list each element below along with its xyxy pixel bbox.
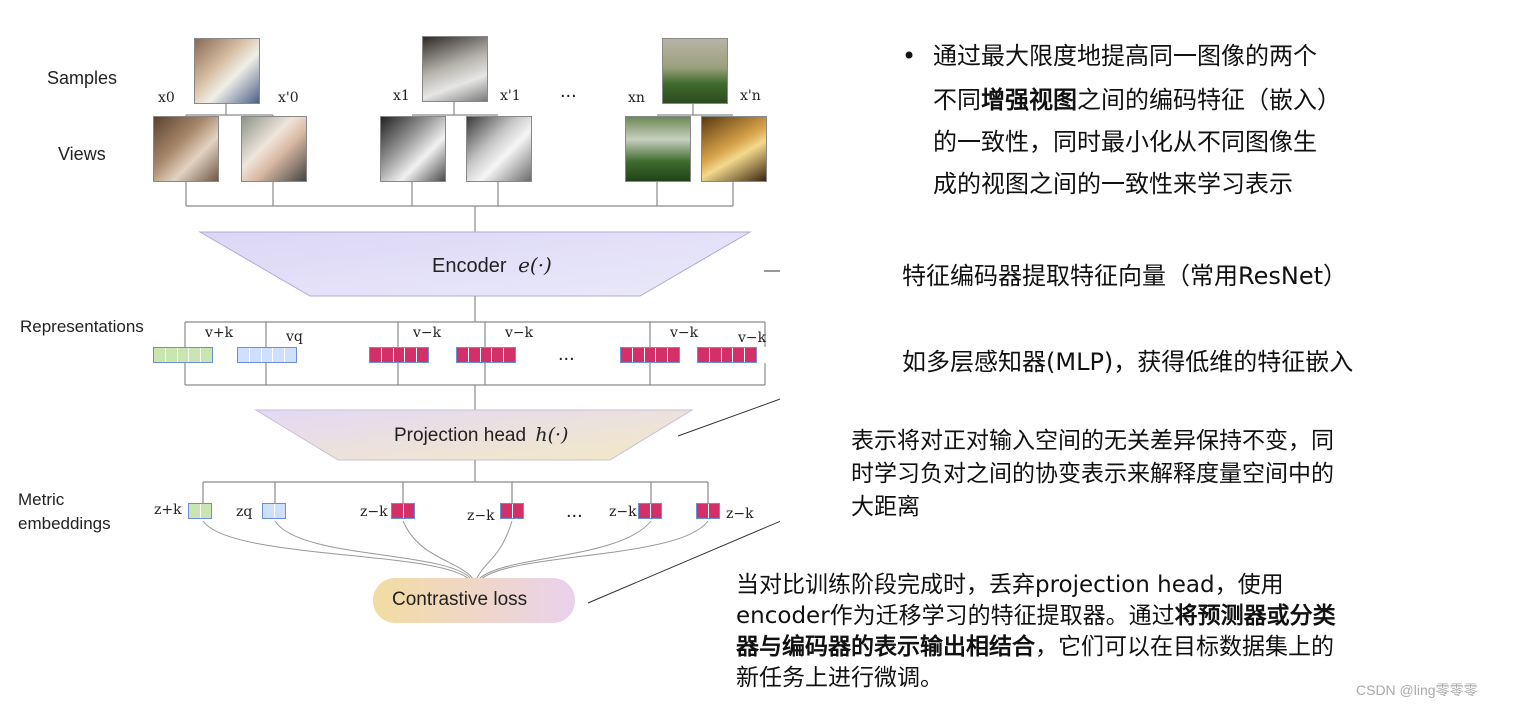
annotation-arrows (587, 270, 780, 604)
metric-vector-positive (188, 503, 212, 519)
loss-curves (202, 520, 709, 581)
metric-vector-negative-1 (391, 503, 415, 519)
metric-note-line1: 表示将对正对输入空间的无关差异保持不变，同 (851, 428, 1334, 454)
encoder-name: Encoder (432, 255, 507, 277)
projection-fn: h(·) (535, 424, 569, 446)
encoder-label: Encoder e(·) (432, 253, 552, 278)
metric-vector-query (262, 503, 286, 519)
bottom-note-line1: 当对比训练阶段完成时，丢弃projection head，使用 (736, 572, 1284, 598)
bottom-note-line3: 器与编码器的表示输出相结合，它们可以在目标数据集上的 (736, 632, 1334, 663)
symbol-x0-prime: x'0 (278, 90, 299, 106)
symbol-z-negative-4: z−k (726, 506, 754, 522)
bottom-note-line2-pre: encoder作为迁移学习的特征提取器。通过 (736, 603, 1175, 629)
projection-name: Projection head (394, 425, 527, 446)
top-note-line2-pre: 不同 (933, 86, 981, 114)
watermark: CSDN @ling零零零 (1356, 682, 1478, 698)
symbol-v-negative-4: v−k (738, 330, 767, 346)
encoder-trapezoid (198, 231, 752, 297)
projection-label: Projection head h(·) (394, 424, 568, 447)
view-image-1 (380, 116, 446, 182)
metric-connectors (202, 460, 709, 503)
rep-vector-negative-2 (456, 347, 516, 363)
sample-image-0 (194, 38, 260, 104)
rep-vector-negative-3 (620, 347, 680, 363)
metric-note-line2: 时学习负对之间的协变表示来解释度量空间中的 (851, 461, 1334, 487)
top-note-line2: 不同增强视图之间的编码特征（嵌入） (933, 82, 1341, 118)
metric-vector-negative-3 (638, 503, 662, 519)
top-note-line4: 成的视图之间的一致性来学习表示 (933, 170, 1293, 198)
view-image-0 (153, 116, 219, 182)
rep-vector-query (237, 347, 297, 363)
view-connectors (185, 96, 734, 232)
ellipsis-samples: ... (560, 80, 577, 102)
bottom-note-line2-bold: 将预测器或分类 (1174, 603, 1336, 629)
metric-vector-negative-4 (696, 503, 720, 519)
top-note-line3: 的一致性，同时最小化从不同图像生 (933, 128, 1317, 156)
view-image-0-prime (241, 116, 307, 182)
top-note-line2-post: 之间的编码特征（嵌入） (1077, 86, 1341, 114)
metric-label-line2: embeddings (18, 514, 111, 533)
symbol-z-negative-1: z−k (360, 504, 388, 520)
symbol-vq: vq (286, 329, 303, 345)
symbol-x0: x0 (158, 90, 175, 106)
top-note-line1: 通过最大限度地提高同一图像的两个 (933, 42, 1317, 70)
metric-label-line1: Metric (18, 490, 65, 509)
views-label: Views (58, 144, 106, 164)
bottom-note-line3-post: ，它们可以在目标数据集上的 (1035, 634, 1334, 660)
diagram-lines (184, 96, 780, 623)
view-image-n (625, 116, 691, 182)
symbol-z-negative-3: z−k (609, 504, 637, 520)
symbol-v-positive: v+k (205, 325, 234, 341)
symbol-v-negative-2: v−k (505, 325, 534, 341)
representation-connectors (184, 296, 766, 410)
rep-vector-negative-4 (697, 347, 757, 363)
symbol-xn: xn (628, 90, 645, 106)
sample-image-n (662, 38, 728, 104)
projection-note: 如多层感知器(MLP)，获得低维的特征嵌入 (902, 348, 1354, 376)
symbol-z-negative-2: z−k (467, 508, 495, 524)
bottom-note-line3-bold: 器与编码器的表示输出相结合 (736, 634, 1035, 660)
contrastive-loss-label: Contrastive loss (392, 589, 528, 610)
projection-trapezoid (254, 409, 694, 461)
top-bullet: • (902, 42, 917, 70)
symbol-zq: zq (236, 504, 253, 520)
symbol-x1-prime: x'1 (500, 88, 521, 104)
symbol-x1: x1 (393, 88, 410, 104)
contrastive-loss-pill (373, 578, 575, 623)
symbol-v-negative-1: v−k (413, 325, 442, 341)
metric-note-line3: 大距离 (851, 494, 920, 520)
samples-label: Samples (47, 68, 118, 88)
bottom-note-line2: encoder作为迁移学习的特征提取器。通过将预测器或分类 (736, 601, 1336, 632)
symbol-xn-prime: x'n (740, 88, 761, 104)
ellipsis-representations: ... (558, 343, 575, 365)
encoder-fn: e(·) (518, 253, 552, 277)
rep-vector-negative-1 (369, 347, 429, 363)
metric-vector-negative-2 (500, 503, 524, 519)
representations-label: Representations (20, 317, 144, 336)
symbol-z-positive: z+k (154, 502, 182, 518)
top-note-line2-bold: 增强视图 (981, 86, 1077, 114)
ellipsis-metric: ... (566, 500, 583, 522)
view-image-n-prime (701, 116, 767, 182)
view-image-1-prime (466, 116, 532, 182)
rep-vector-positive (153, 347, 213, 363)
sample-image-1 (422, 36, 488, 102)
encoder-note: 特征编码器提取特征向量（常用ResNet） (902, 262, 1347, 290)
bottom-note-line4: 新任务上进行微调。 (736, 665, 943, 691)
symbol-v-negative-3: v−k (670, 325, 699, 341)
